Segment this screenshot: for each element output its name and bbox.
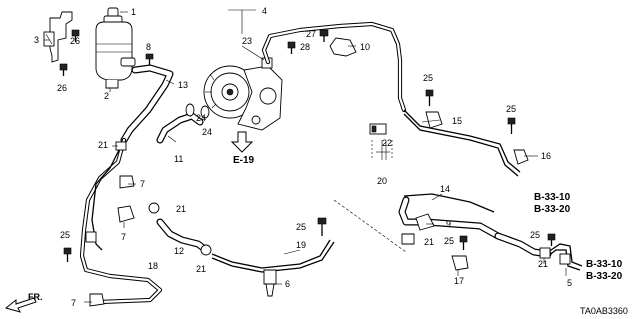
reference-b3310-upper: B-33-10 bbox=[534, 192, 571, 203]
bolt-25-left[interactable] bbox=[63, 247, 72, 262]
callout-19: 19 bbox=[296, 240, 306, 250]
clamp-21-lower-center[interactable] bbox=[200, 244, 212, 256]
clamp-7-lower[interactable] bbox=[89, 293, 105, 307]
callout-28: 28 bbox=[300, 42, 310, 52]
callout-17: 17 bbox=[454, 276, 464, 286]
callout-25-center: 25 bbox=[423, 73, 433, 83]
callout-20: 20 bbox=[377, 176, 387, 186]
leader-lines bbox=[44, 9, 567, 303]
bolt-8[interactable] bbox=[145, 53, 154, 66]
bolt-25-low-right[interactable] bbox=[459, 235, 468, 250]
bolt-26-upper[interactable] bbox=[71, 29, 80, 42]
suction-hose-13[interactable] bbox=[120, 64, 174, 144]
clamp-9[interactable] bbox=[415, 213, 435, 231]
callout-25-low-right: 25 bbox=[444, 236, 454, 246]
callout-21-far-right: 21 bbox=[538, 259, 548, 269]
reference-b3320-lower: B-33-20 bbox=[586, 271, 623, 282]
callout-1: 1 bbox=[131, 7, 136, 17]
callout-21-lower-center: 21 bbox=[196, 264, 206, 274]
clamp-21-middle[interactable] bbox=[148, 202, 160, 214]
power-steering-pump[interactable] bbox=[203, 57, 283, 131]
callout-21-right: 21 bbox=[424, 237, 434, 247]
callout-11: 11 bbox=[174, 154, 183, 164]
callout-24-left: 24 bbox=[196, 113, 206, 123]
callout-4: 4 bbox=[262, 6, 267, 16]
hose-14[interactable] bbox=[398, 193, 502, 240]
bolt-25-far-right[interactable] bbox=[547, 233, 556, 246]
callout-2: 2 bbox=[104, 91, 109, 101]
clamp-21-right[interactable] bbox=[401, 233, 415, 245]
callout-7-lower: 7 bbox=[71, 298, 76, 308]
front-label: FR. bbox=[28, 292, 43, 302]
callout-26-lower: 26 bbox=[57, 83, 67, 93]
return-pipe-18[interactable] bbox=[79, 137, 163, 305]
callout-25-left: 25 bbox=[60, 230, 70, 240]
callout-26-upper: 26 bbox=[70, 36, 80, 46]
callout-10: 10 bbox=[360, 42, 370, 52]
callout-21-middle: 21 bbox=[176, 204, 186, 214]
callout-25-mid: 25 bbox=[296, 222, 306, 232]
routing-guide-line bbox=[333, 199, 407, 253]
clamp-7-upper[interactable] bbox=[119, 175, 135, 189]
callout-15: 15 bbox=[452, 116, 462, 126]
reference-b3310-lower: B-33-10 bbox=[586, 259, 623, 270]
callout-18: 18 bbox=[148, 261, 158, 271]
feed-hose-23[interactable] bbox=[261, 21, 407, 113]
clamp-24-right[interactable] bbox=[200, 105, 210, 119]
bracket-10[interactable] bbox=[329, 37, 357, 57]
callout-25-right: 25 bbox=[506, 104, 516, 114]
callout-7-middle: 7 bbox=[121, 232, 126, 242]
callout-25-far-right: 25 bbox=[530, 230, 540, 240]
clamp-6[interactable] bbox=[263, 269, 277, 297]
bolt-25-mid[interactable] bbox=[317, 217, 327, 236]
callout-3: 3 bbox=[34, 35, 39, 45]
front-arrow-icon bbox=[4, 297, 37, 313]
callout-22: 22 bbox=[382, 138, 392, 148]
pipe-19[interactable] bbox=[211, 239, 335, 273]
callout-14: 14 bbox=[440, 184, 450, 194]
front-indicator: FR. bbox=[4, 292, 43, 313]
return-hose-11[interactable] bbox=[156, 112, 204, 144]
bolt-26-lower[interactable] bbox=[59, 63, 68, 76]
bolt-25-right[interactable] bbox=[507, 117, 516, 134]
pressure-switch-22[interactable] bbox=[369, 123, 393, 160]
callout-27: 27 bbox=[306, 29, 316, 39]
clamp-5[interactable] bbox=[559, 253, 571, 265]
clamp-24-left[interactable] bbox=[185, 103, 195, 117]
e19-reference-arrow-icon bbox=[230, 131, 254, 153]
hose-12[interactable] bbox=[156, 218, 210, 254]
reference-e19: E-19 bbox=[233, 155, 255, 166]
clamp-17[interactable] bbox=[451, 255, 469, 271]
reservoir-bracket[interactable] bbox=[43, 11, 73, 63]
callout-9: 9 bbox=[446, 219, 451, 229]
callout-13: 13 bbox=[178, 80, 188, 90]
callout-7-upper: 7 bbox=[140, 179, 145, 189]
callout-23: 23 bbox=[242, 36, 252, 46]
clamp-16[interactable] bbox=[513, 149, 529, 165]
pressure-pipe-upper[interactable] bbox=[403, 109, 521, 177]
callout-21-upper-left: 21 bbox=[98, 140, 108, 150]
diagram-code: TA0AB3360 bbox=[580, 306, 628, 316]
reservoir-tank[interactable] bbox=[95, 7, 136, 89]
bolt-28[interactable] bbox=[287, 41, 296, 54]
bolt-25-center[interactable] bbox=[425, 89, 434, 106]
reference-b3320-upper: B-33-20 bbox=[534, 204, 571, 215]
diagram-code-text: TA0AB3360 bbox=[580, 306, 628, 316]
clamp-7-middle[interactable] bbox=[117, 205, 135, 223]
callout-24-right: 24 bbox=[202, 127, 212, 137]
reference-labels: E-19 B-33-10 B-33-20 B-33-10 B-33-20 bbox=[233, 155, 623, 282]
callout-16: 16 bbox=[541, 151, 551, 161]
bolt-27[interactable] bbox=[319, 29, 329, 42]
callout-12: 12 bbox=[174, 246, 184, 256]
callout-5: 5 bbox=[567, 278, 572, 288]
callout-8: 8 bbox=[146, 42, 151, 52]
callout-labels: 1 2 3 4 5 6 7 7 7 8 9 10 11 12 13 14 15 … bbox=[34, 6, 572, 308]
clamp-21-far-right[interactable] bbox=[539, 247, 551, 259]
clamp-15[interactable] bbox=[425, 111, 443, 129]
callout-6: 6 bbox=[285, 279, 290, 289]
return-pipe-clamp[interactable] bbox=[85, 231, 97, 243]
